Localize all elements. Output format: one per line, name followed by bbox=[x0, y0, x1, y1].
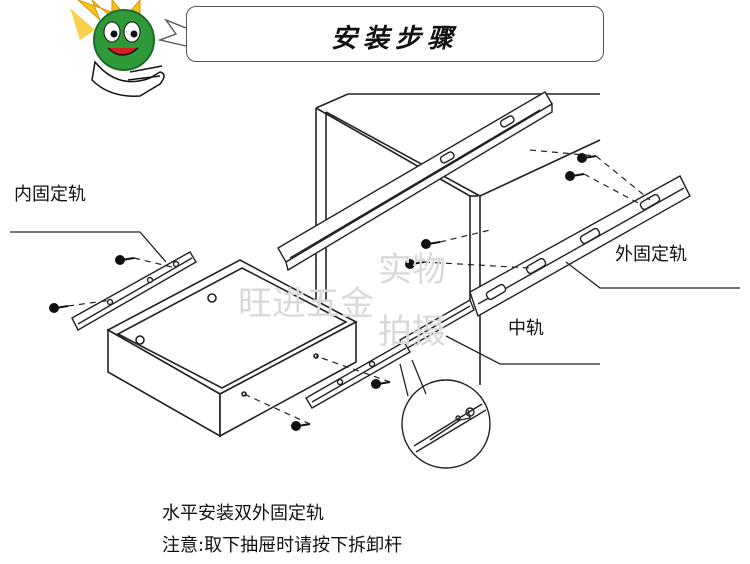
speech-tail-icon bbox=[157, 18, 187, 47]
title-banner: 安装步骤 bbox=[186, 6, 604, 62]
drawer-box bbox=[106, 259, 358, 438]
note-line-1: 水平安装双外固定轨 bbox=[162, 503, 324, 524]
label-inner-rail: 内固定轨 bbox=[14, 184, 86, 205]
inner-rail-right bbox=[305, 341, 411, 409]
cabinet-outline bbox=[315, 93, 601, 385]
label-outer-rail: 外固定轨 bbox=[615, 244, 687, 265]
guide-lines bbox=[67, 149, 651, 425]
mascot-icon bbox=[70, 0, 165, 97]
watermark-photo-2: 拍摄 bbox=[378, 312, 446, 352]
page-title: 安装步骤 bbox=[330, 24, 459, 54]
watermark-brand: 旺进五金 bbox=[238, 284, 374, 324]
label-middle-rail: 中轨 bbox=[508, 318, 544, 339]
left-cabinet-rail bbox=[277, 91, 553, 272]
magnifier-detail-icon bbox=[401, 379, 491, 469]
outer-fixed-rail bbox=[469, 175, 691, 318]
watermark-photo-1: 实物 bbox=[378, 250, 446, 290]
screws bbox=[49, 153, 597, 431]
leader-lines bbox=[10, 231, 740, 397]
inner-fixed-rail bbox=[71, 251, 197, 331]
note-line-2: 注意:取下抽屉时请按下拆卸杆 bbox=[162, 535, 403, 556]
